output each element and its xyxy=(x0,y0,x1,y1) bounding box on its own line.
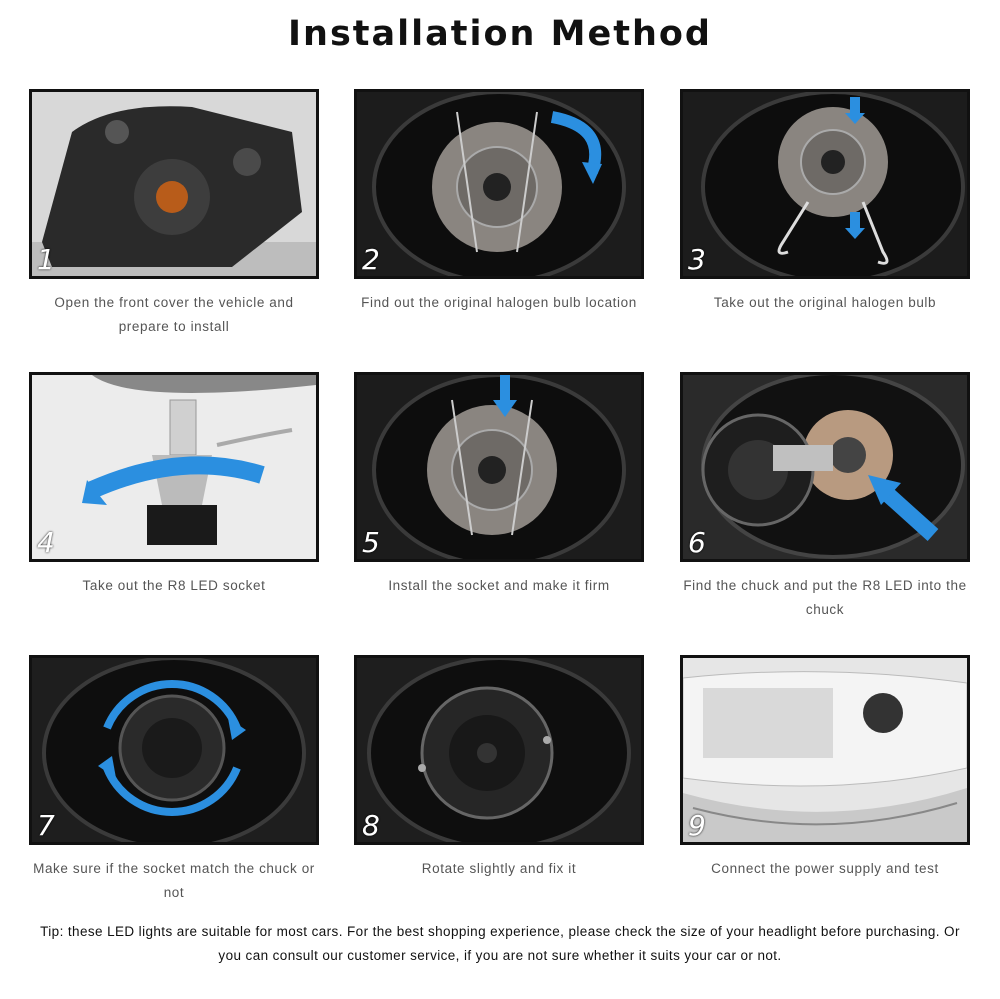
rotate-fix-image xyxy=(357,658,641,842)
headlight-housing-image xyxy=(32,92,316,276)
step-5-photo: 5 xyxy=(354,372,644,562)
step-caption: Connect the power supply and test xyxy=(711,861,939,876)
remove-halogen-bulb-image xyxy=(683,92,967,276)
step-caption: Make sure if the socket match the chuck … xyxy=(33,861,315,900)
step-4-photo: 4 xyxy=(29,372,319,562)
step-3-photo: 3 xyxy=(680,89,970,279)
step-number: 6 xyxy=(688,526,706,559)
install-socket-image xyxy=(357,375,641,559)
chuck-and-led-image xyxy=(683,375,967,559)
step-4: 4 Take out the R8 LED socket xyxy=(29,372,319,598)
step-caption: Rotate slightly and fix it xyxy=(421,861,577,876)
step-7-photo: 7 xyxy=(29,655,319,845)
headlight-test-image xyxy=(683,658,967,842)
led-socket-image xyxy=(32,375,316,559)
step-caption: Find out the original halogen bulb locat… xyxy=(361,295,637,310)
socket-match-image xyxy=(32,658,316,842)
step-8: 8 Rotate slightly and fix it xyxy=(354,655,644,881)
step-5: 5 Install the socket and make it firm xyxy=(354,372,644,598)
halogen-bulb-location-image xyxy=(357,92,641,276)
step-caption: Install the socket and make it firm xyxy=(388,578,610,593)
step-number: 8 xyxy=(362,809,380,842)
step-2-photo: 2 xyxy=(354,89,644,279)
step-caption: Take out the original halogen bulb xyxy=(713,295,937,310)
step-6-photo: 6 xyxy=(680,372,970,562)
step-6: 6 Find the chuck and put the R8 LED into… xyxy=(680,372,970,622)
page-title: Installation Method xyxy=(288,14,712,54)
step-number: 2 xyxy=(362,243,380,276)
step-number: 1 xyxy=(37,243,55,276)
step-caption: Open the front cover the vehicle and pre… xyxy=(54,295,294,334)
step-8-photo: 8 xyxy=(354,655,644,845)
step-9: 9 Connect the power supply and test xyxy=(680,655,970,881)
step-1-photo: 1 xyxy=(29,89,319,279)
tip-text: Tip: these LED lights are suitable for m… xyxy=(40,924,960,963)
step-number: 9 xyxy=(688,809,706,842)
step-number: 3 xyxy=(688,243,706,276)
step-number: 5 xyxy=(362,526,380,559)
step-number: 7 xyxy=(37,809,55,842)
step-2: 2 Find out the original halogen bulb loc… xyxy=(354,89,644,315)
step-number: 4 xyxy=(37,526,55,559)
step-7: 7 Make sure if the socket match the chuc… xyxy=(29,655,319,905)
step-1: 1 Open the front cover the vehicle and p… xyxy=(29,89,319,339)
step-9-photo: 9 xyxy=(680,655,970,845)
step-3: 3 Take out the original halogen bulb xyxy=(680,89,970,315)
step-caption: Take out the R8 LED socket xyxy=(82,578,266,593)
step-caption: Find the chuck and put the R8 LED into t… xyxy=(683,578,967,617)
